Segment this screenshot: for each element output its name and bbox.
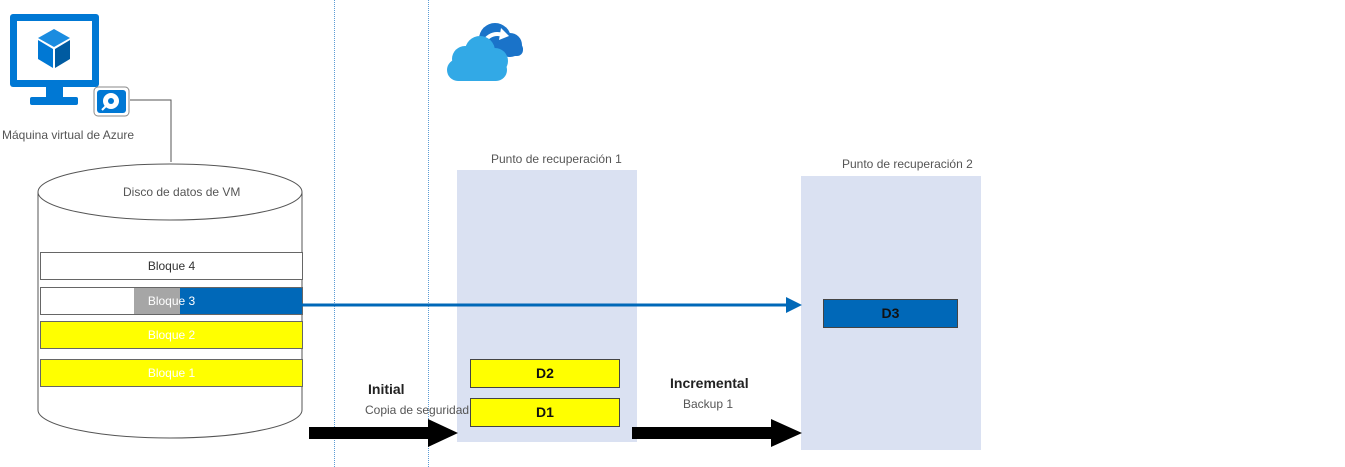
block-1-label: Bloque 1 (147, 366, 196, 380)
chunk-d3: D3 (823, 299, 958, 328)
block-3: Bloque 3 (40, 287, 303, 315)
separator-line (334, 0, 335, 467)
vm-monitor-icon (10, 14, 99, 105)
block-3-label: Bloque 3 (147, 294, 196, 308)
chunk-d1: D1 (470, 398, 620, 427)
recovery-point-2-label: Punto de recuperación 2 (842, 157, 973, 171)
incremental-step-subtitle: Backup 1 (683, 397, 734, 411)
initial-backup-arrow (309, 419, 458, 447)
block-4-label: Bloque 4 (147, 259, 196, 273)
vm-label: Máquina virtual de Azure (2, 128, 135, 142)
block-2-label: Bloque 2 (147, 328, 196, 342)
recovery-point-1-label: Punto de recuperación 1 (491, 152, 622, 166)
disk-label: Disco de datos de VM (123, 185, 241, 199)
cloud-backup-icon (447, 23, 523, 81)
disk-badge-icon (93, 86, 130, 117)
chunk-d2: D2 (470, 359, 620, 388)
block-3-changed-gray (134, 288, 180, 314)
separator-line (428, 0, 429, 467)
incremental-step-title: Incremental (670, 375, 749, 391)
vm-disk-connector (130, 99, 172, 162)
block-1: Bloque 1 (40, 359, 303, 387)
changed-block-arrow (302, 297, 802, 313)
block-3-changed-blue (180, 288, 302, 314)
initial-step-subtitle: Copia de seguridad (365, 403, 470, 417)
block-2: Bloque 2 (40, 321, 303, 349)
incremental-backup-arrow (632, 419, 802, 447)
block-4: Bloque 4 (40, 252, 303, 280)
initial-step-title: Initial (368, 381, 405, 397)
